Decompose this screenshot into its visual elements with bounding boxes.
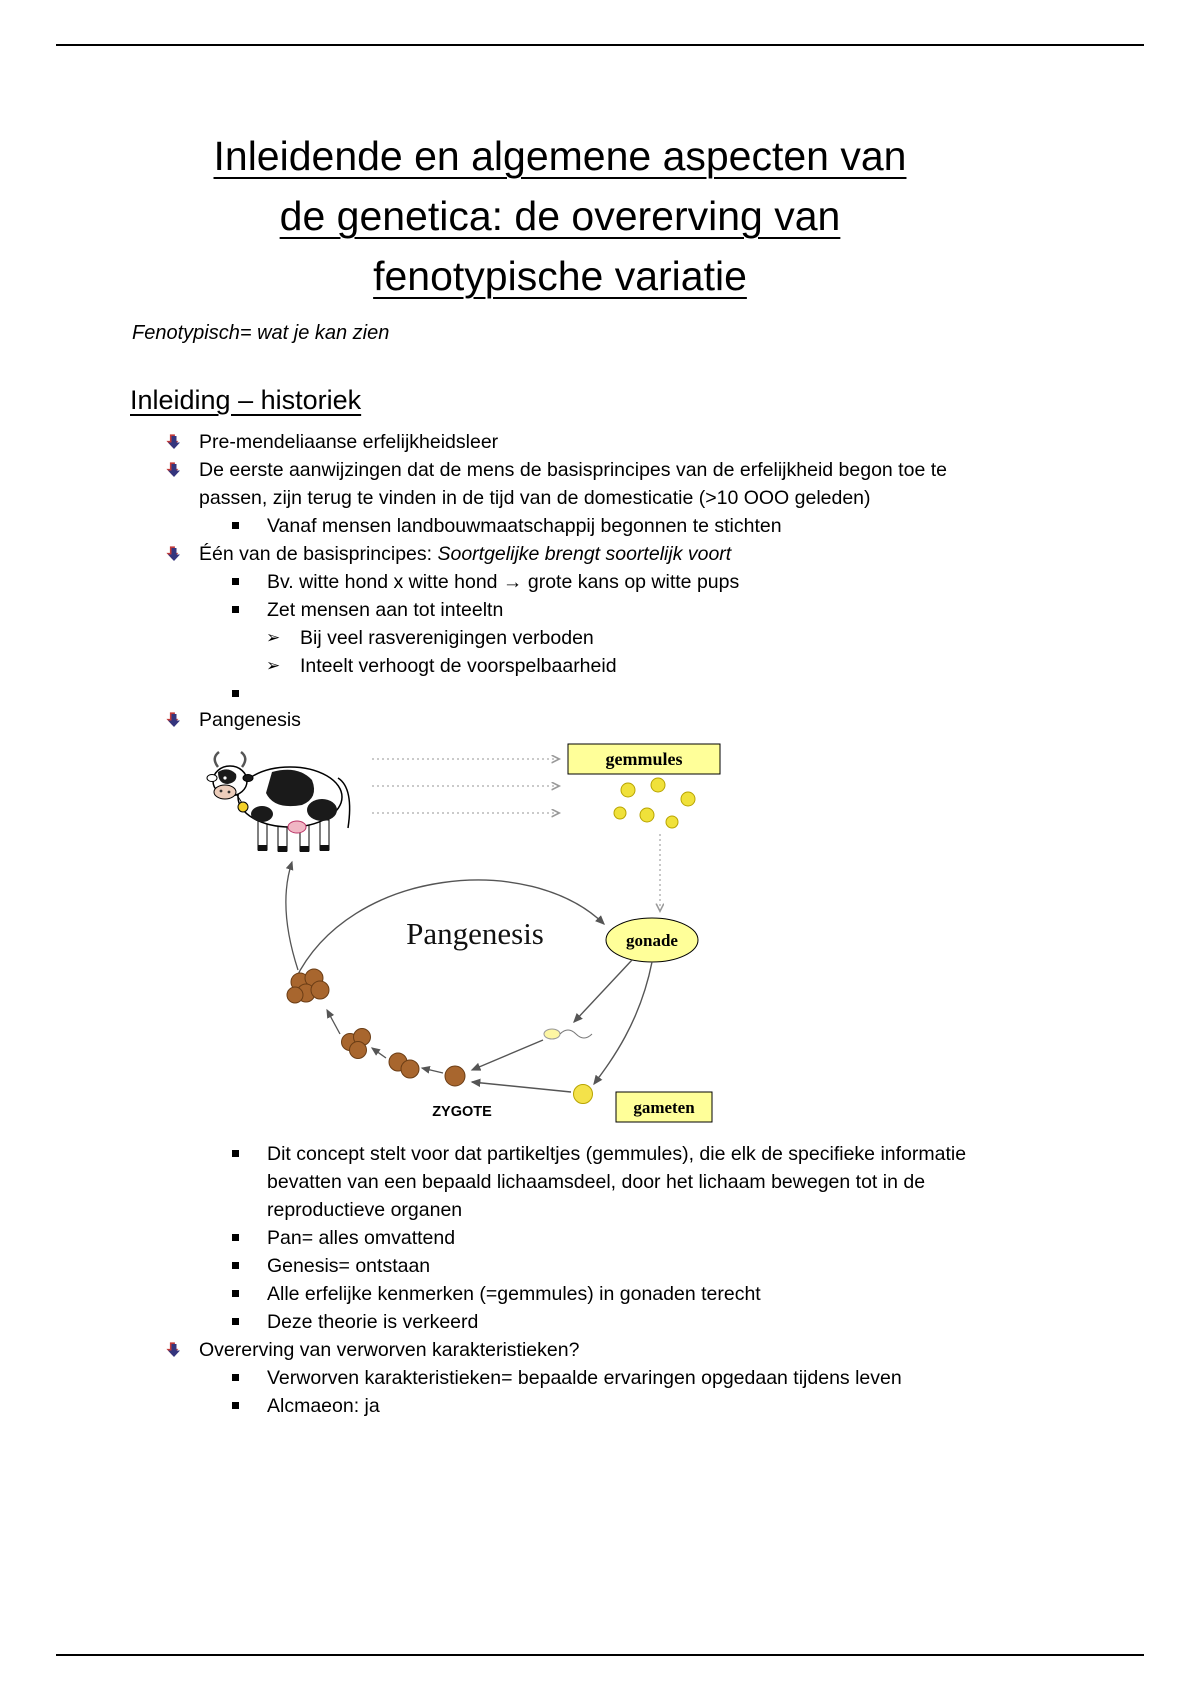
page-title: Inleidende en algemene aspecten van de g… — [130, 126, 990, 306]
list-item-text: Inteelt verhoogt de voorspelbaarheid — [300, 655, 617, 677]
page-content: Inleidende en algemene aspecten van de g… — [130, 126, 1080, 1420]
square-bullet-icon — [232, 568, 267, 585]
arrow-bullet-icon — [166, 456, 199, 478]
list-item: Pan= alles omvattend — [130, 1224, 1080, 1252]
cow-illustration — [206, 751, 351, 852]
top-border-rule — [56, 44, 1144, 46]
list-item: Genesis= ontstaan — [130, 1252, 1080, 1280]
square-bullet-icon — [232, 1252, 267, 1269]
square-bullet-icon — [232, 596, 267, 613]
gemmules-box: gemmules — [567, 743, 721, 775]
list-item: Zet mensen aan tot inteeltn — [130, 596, 1080, 624]
zygote-to-2cell-arrow — [420, 1066, 444, 1074]
list-item-text: De eerste aanwijzingen dat de mens de ba… — [199, 459, 947, 509]
4cell-to-morula-arrow — [326, 1008, 341, 1035]
list-item: Dit concept stelt voor dat partikeltjes … — [130, 1140, 1080, 1224]
section-heading: Inleiding – historiek — [130, 385, 1080, 416]
list-item-text: Één van de basisprincipes: Soortgelijke … — [199, 540, 731, 568]
list-item-text: Zet mensen aan tot inteeltn — [267, 599, 504, 621]
arrow-bullet-icon — [166, 540, 199, 562]
list-item: Één van de basisprincipes: Soortgelijke … — [130, 540, 1080, 568]
chevron-bullet-icon: ➢ — [266, 628, 281, 647]
title-line: fenotypische variatie — [373, 253, 747, 299]
list-item-text: Dit concept stelt voor dat partikeltjes … — [267, 1143, 967, 1221]
morula-to-adult-arrow — [285, 860, 299, 971]
list-item-text: Pan= alles omvattend — [267, 1227, 456, 1249]
list-item: Verworven karakteristieken= bepaalde erv… — [130, 1364, 1080, 1392]
square-bullet-icon — [232, 680, 267, 697]
section-heading-text: Inleiding – historiek — [130, 385, 362, 415]
arrow-bullet-icon — [166, 428, 199, 450]
gameten-box: gameten — [615, 1091, 713, 1123]
cow-bell — [237, 801, 249, 813]
square-bullet-icon — [232, 512, 267, 529]
square-bullet-icon — [232, 1308, 267, 1325]
2cell-to-4cell-arrow — [370, 1047, 387, 1059]
principle-italic: Soortgelijke brengt soortelijk voort — [437, 543, 732, 565]
arrow-bullet-icon — [166, 1336, 199, 1358]
subtitle-definition: Fenotypisch= wat je kan zien — [132, 322, 390, 344]
list-item: Vanaf mensen landbouwmaatschappij begonn… — [130, 512, 1080, 540]
list-item: Alcmaeon: ja — [130, 1392, 1080, 1420]
square-bullet-icon — [232, 1140, 267, 1157]
zygote-label: ZYGOTE — [432, 1104, 492, 1120]
cell-clusters — [286, 968, 466, 1087]
list-item: Alle erfelijke kenmerken (=gemmules) in … — [130, 1280, 1080, 1308]
gonade-label: gonade — [626, 931, 678, 950]
cycle-arc — [294, 879, 606, 981]
list-item-text: Deze theorie is verkeerd — [267, 1311, 479, 1333]
list-item-text: Genesis= ontstaan — [267, 1255, 431, 1277]
list-item: De eerste aanwijzingen dat de mens de ba… — [130, 456, 1080, 512]
principle-prefix: Één van de basisprincipes: — [199, 543, 438, 565]
egg-cell — [573, 1084, 593, 1104]
gemmule-particles — [613, 777, 696, 829]
sperm-cell — [543, 1028, 593, 1040]
egg-to-zygote-arrow — [470, 1078, 572, 1093]
list-item: Bv. witte hond x witte hond → grote kans… — [130, 568, 1080, 596]
zygote-cell — [444, 1065, 466, 1087]
list-item: Pre-mendeliaanse erfelijkheidsleer — [130, 428, 1080, 456]
pangenesis-label: Pangenesis — [406, 916, 544, 951]
square-bullet-icon — [232, 1392, 267, 1409]
gemmule-flow-arrows — [372, 759, 558, 813]
list-item-text: Pangenesis — [199, 709, 301, 731]
list-item-text: Pre-mendeliaanse erfelijkheidsleer — [199, 431, 499, 453]
list-item-text: Alle erfelijke kenmerken (=gemmules) in … — [267, 1283, 761, 1305]
title-line: de genetica: de overerving van — [279, 193, 841, 239]
gonade-to-egg-arrow — [593, 961, 653, 1086]
square-bullet-icon — [232, 1224, 267, 1241]
gemmules-label: gemmules — [606, 749, 683, 769]
bottom-border-rule — [56, 1654, 1144, 1656]
list-item: ➢ Inteelt verhoogt de voorspelbaarheid — [130, 652, 1080, 680]
gameten-label: gameten — [633, 1098, 695, 1117]
gonade-ellipse: gonade — [605, 917, 699, 963]
list-item-text: Verworven karakteristieken= bepaalde erv… — [267, 1367, 902, 1389]
list-item-text: Bv. witte hond x witte hond → grote kans… — [267, 571, 740, 593]
square-bullet-icon — [232, 1280, 267, 1297]
list-item-text: Alcmaeon: ja — [267, 1395, 380, 1417]
list-item-text: Vanaf mensen landbouwmaatschappij begonn… — [267, 515, 782, 537]
square-bullet-icon — [232, 1364, 267, 1381]
title-line: Inleidende en algemene aspecten van — [213, 133, 907, 179]
list-item: Overerving van verworven karakteristieke… — [130, 1336, 1080, 1364]
sperm-to-zygote-arrow — [470, 1039, 544, 1071]
list-item-text: Overerving van verworven karakteristieke… — [199, 1339, 580, 1361]
list-item: Pangenesis — [130, 706, 1080, 734]
arrow-bullet-icon — [166, 706, 199, 728]
gonade-to-sperm-arrow — [573, 959, 633, 1024]
list-item-empty — [130, 680, 1080, 706]
pangenesis-diagram: gemmules — [200, 742, 740, 1130]
bullet-list: Pre-mendeliaanse erfelijkheidsleer De ee… — [130, 428, 1080, 1420]
list-item-text: Bij veel rasverenigingen verboden — [300, 627, 594, 649]
list-item: Deze theorie is verkeerd — [130, 1308, 1080, 1336]
chevron-bullet-icon: ➢ — [266, 656, 281, 675]
list-item: ➢ Bij veel rasverenigingen verboden — [130, 624, 1080, 652]
